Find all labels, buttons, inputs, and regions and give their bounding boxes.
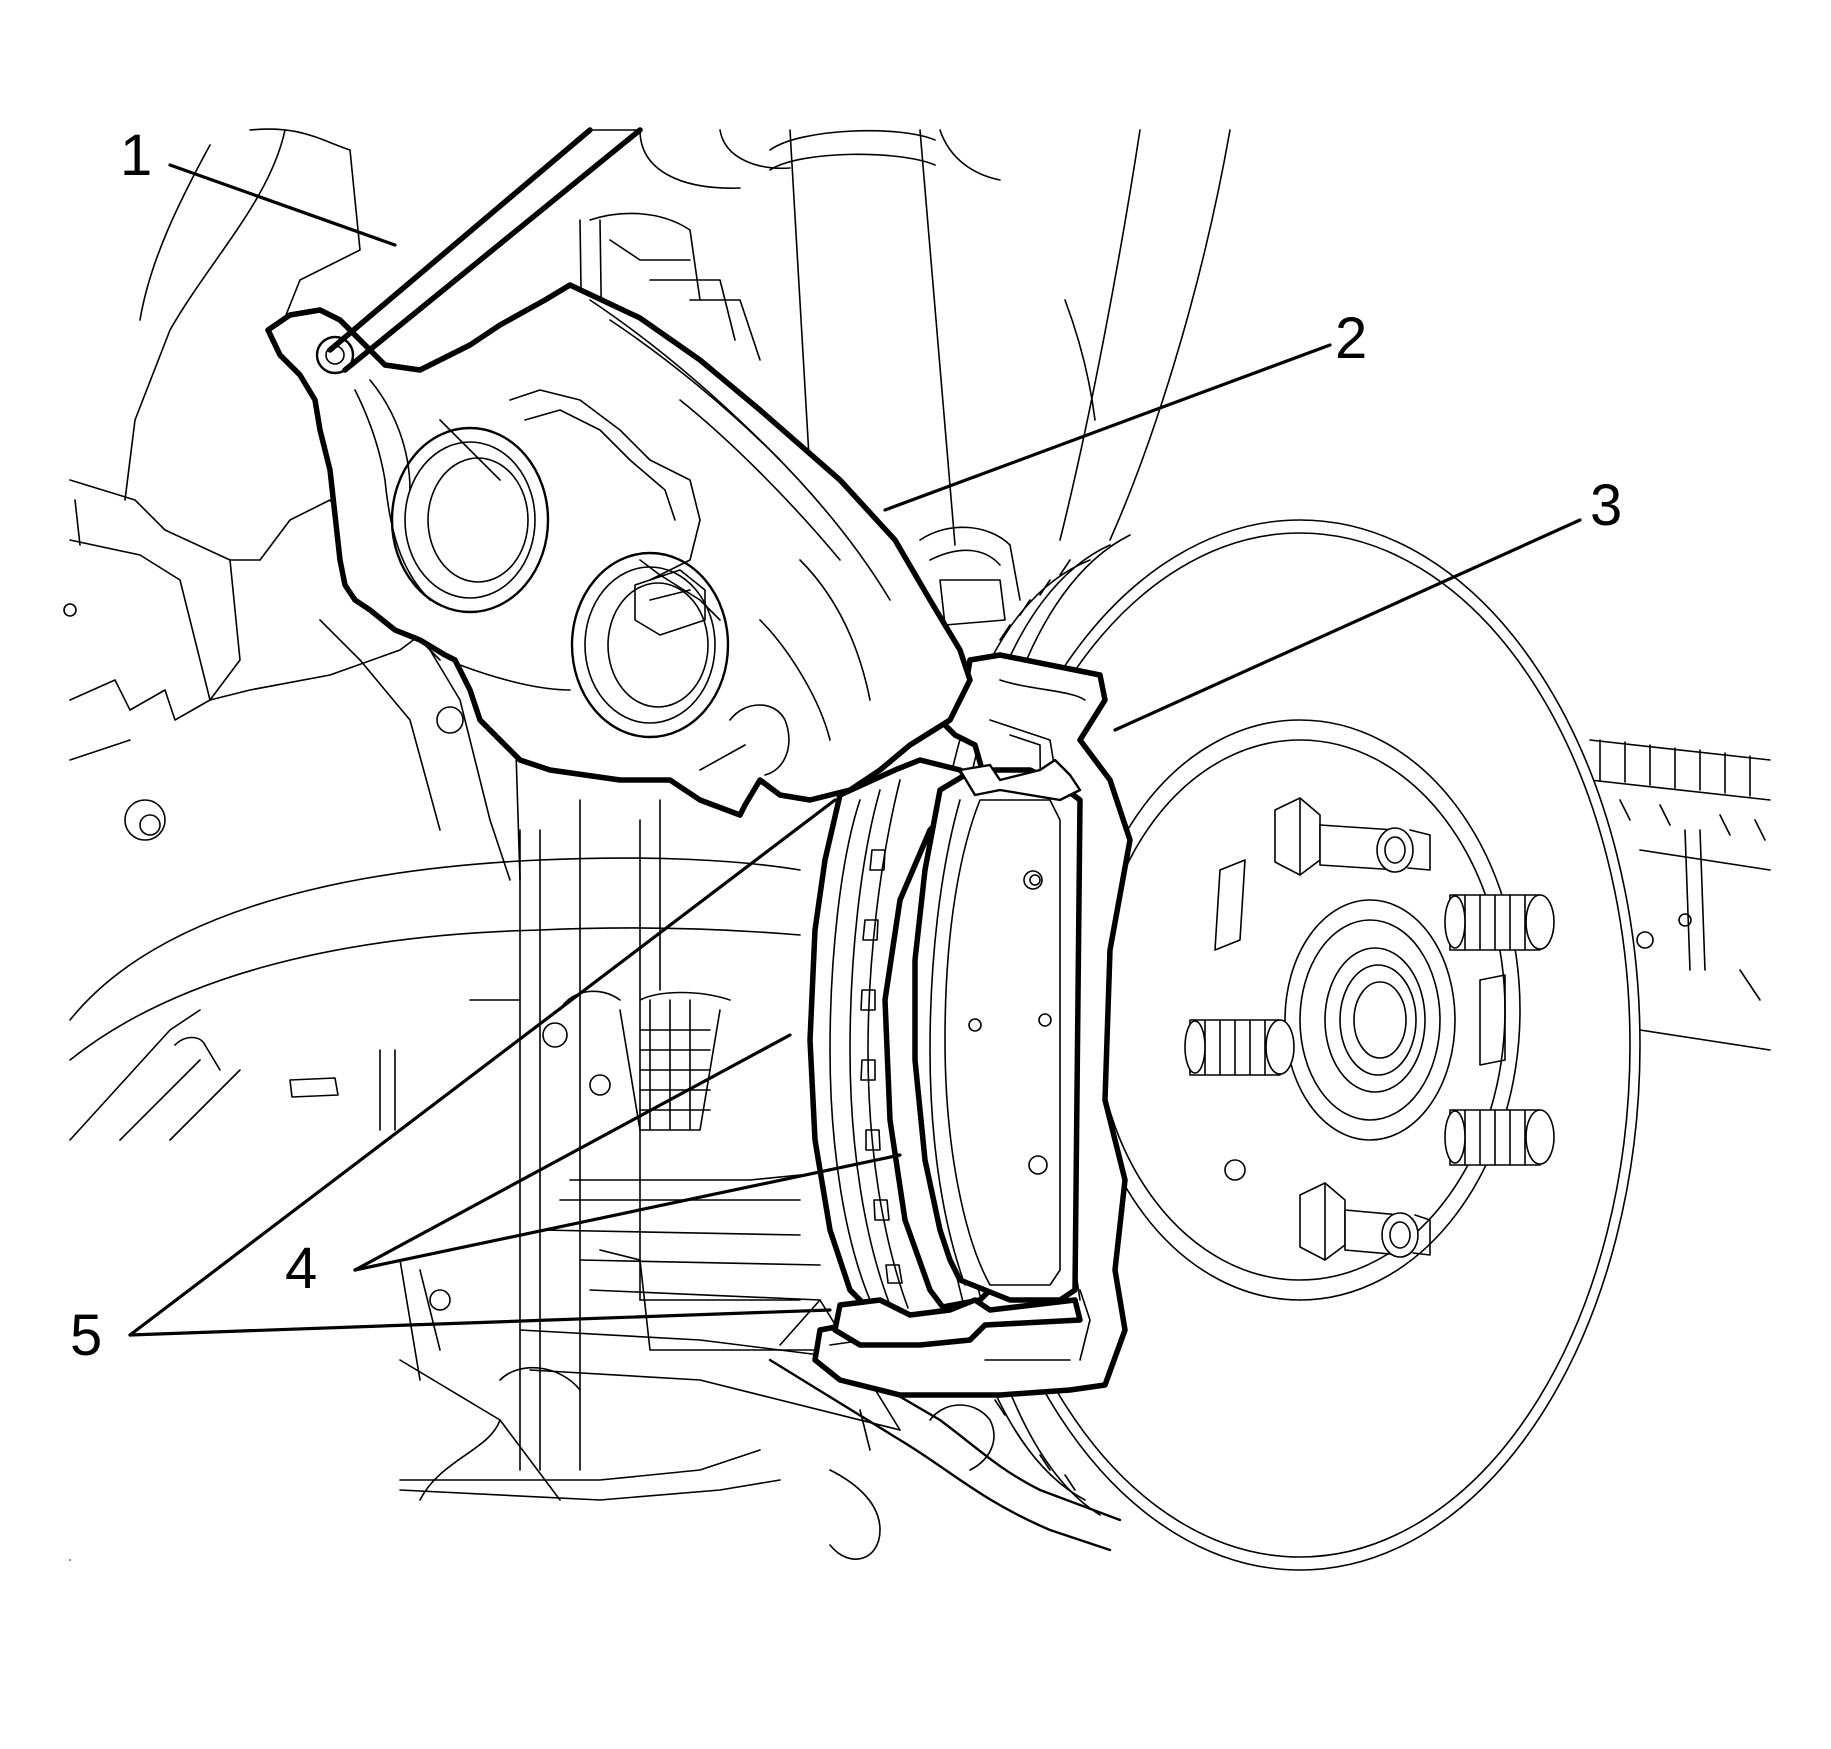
wire-support	[327, 127, 643, 373]
brake-rotor	[929, 519, 1641, 1571]
leader-1	[168, 163, 397, 247]
leader-4a	[353, 1033, 792, 1272]
leader-5b	[128, 1308, 832, 1337]
leader-4b	[353, 1153, 902, 1272]
callout-5: 5	[70, 1303, 102, 1368]
leader-2	[883, 343, 1332, 512]
outer-brake-pad	[807, 757, 983, 1323]
lug-stud-right-bottom	[1444, 1109, 1555, 1166]
lug-nut-bottom	[1299, 1182, 1431, 1261]
lug-stud-left	[1184, 1019, 1295, 1076]
inner-brake-pad	[912, 767, 1083, 1303]
callout-4: 4	[285, 1236, 317, 1301]
leader-3	[1113, 518, 1582, 732]
abutment-clip-lower	[832, 1297, 1083, 1348]
brake-caliper	[265, 282, 973, 818]
leader-lines	[128, 163, 1582, 1337]
callout-1: 1	[120, 123, 152, 188]
callout-2: 2	[1335, 306, 1367, 371]
callout-labels: 1 2 3 4 5	[70, 123, 1622, 1368]
lug-stud-right-top	[1444, 894, 1555, 951]
leader-5a	[128, 798, 837, 1337]
lug-nut-top	[1274, 797, 1431, 876]
callout-3: 3	[1590, 473, 1622, 538]
abutment-clip-upper	[958, 758, 1082, 802]
